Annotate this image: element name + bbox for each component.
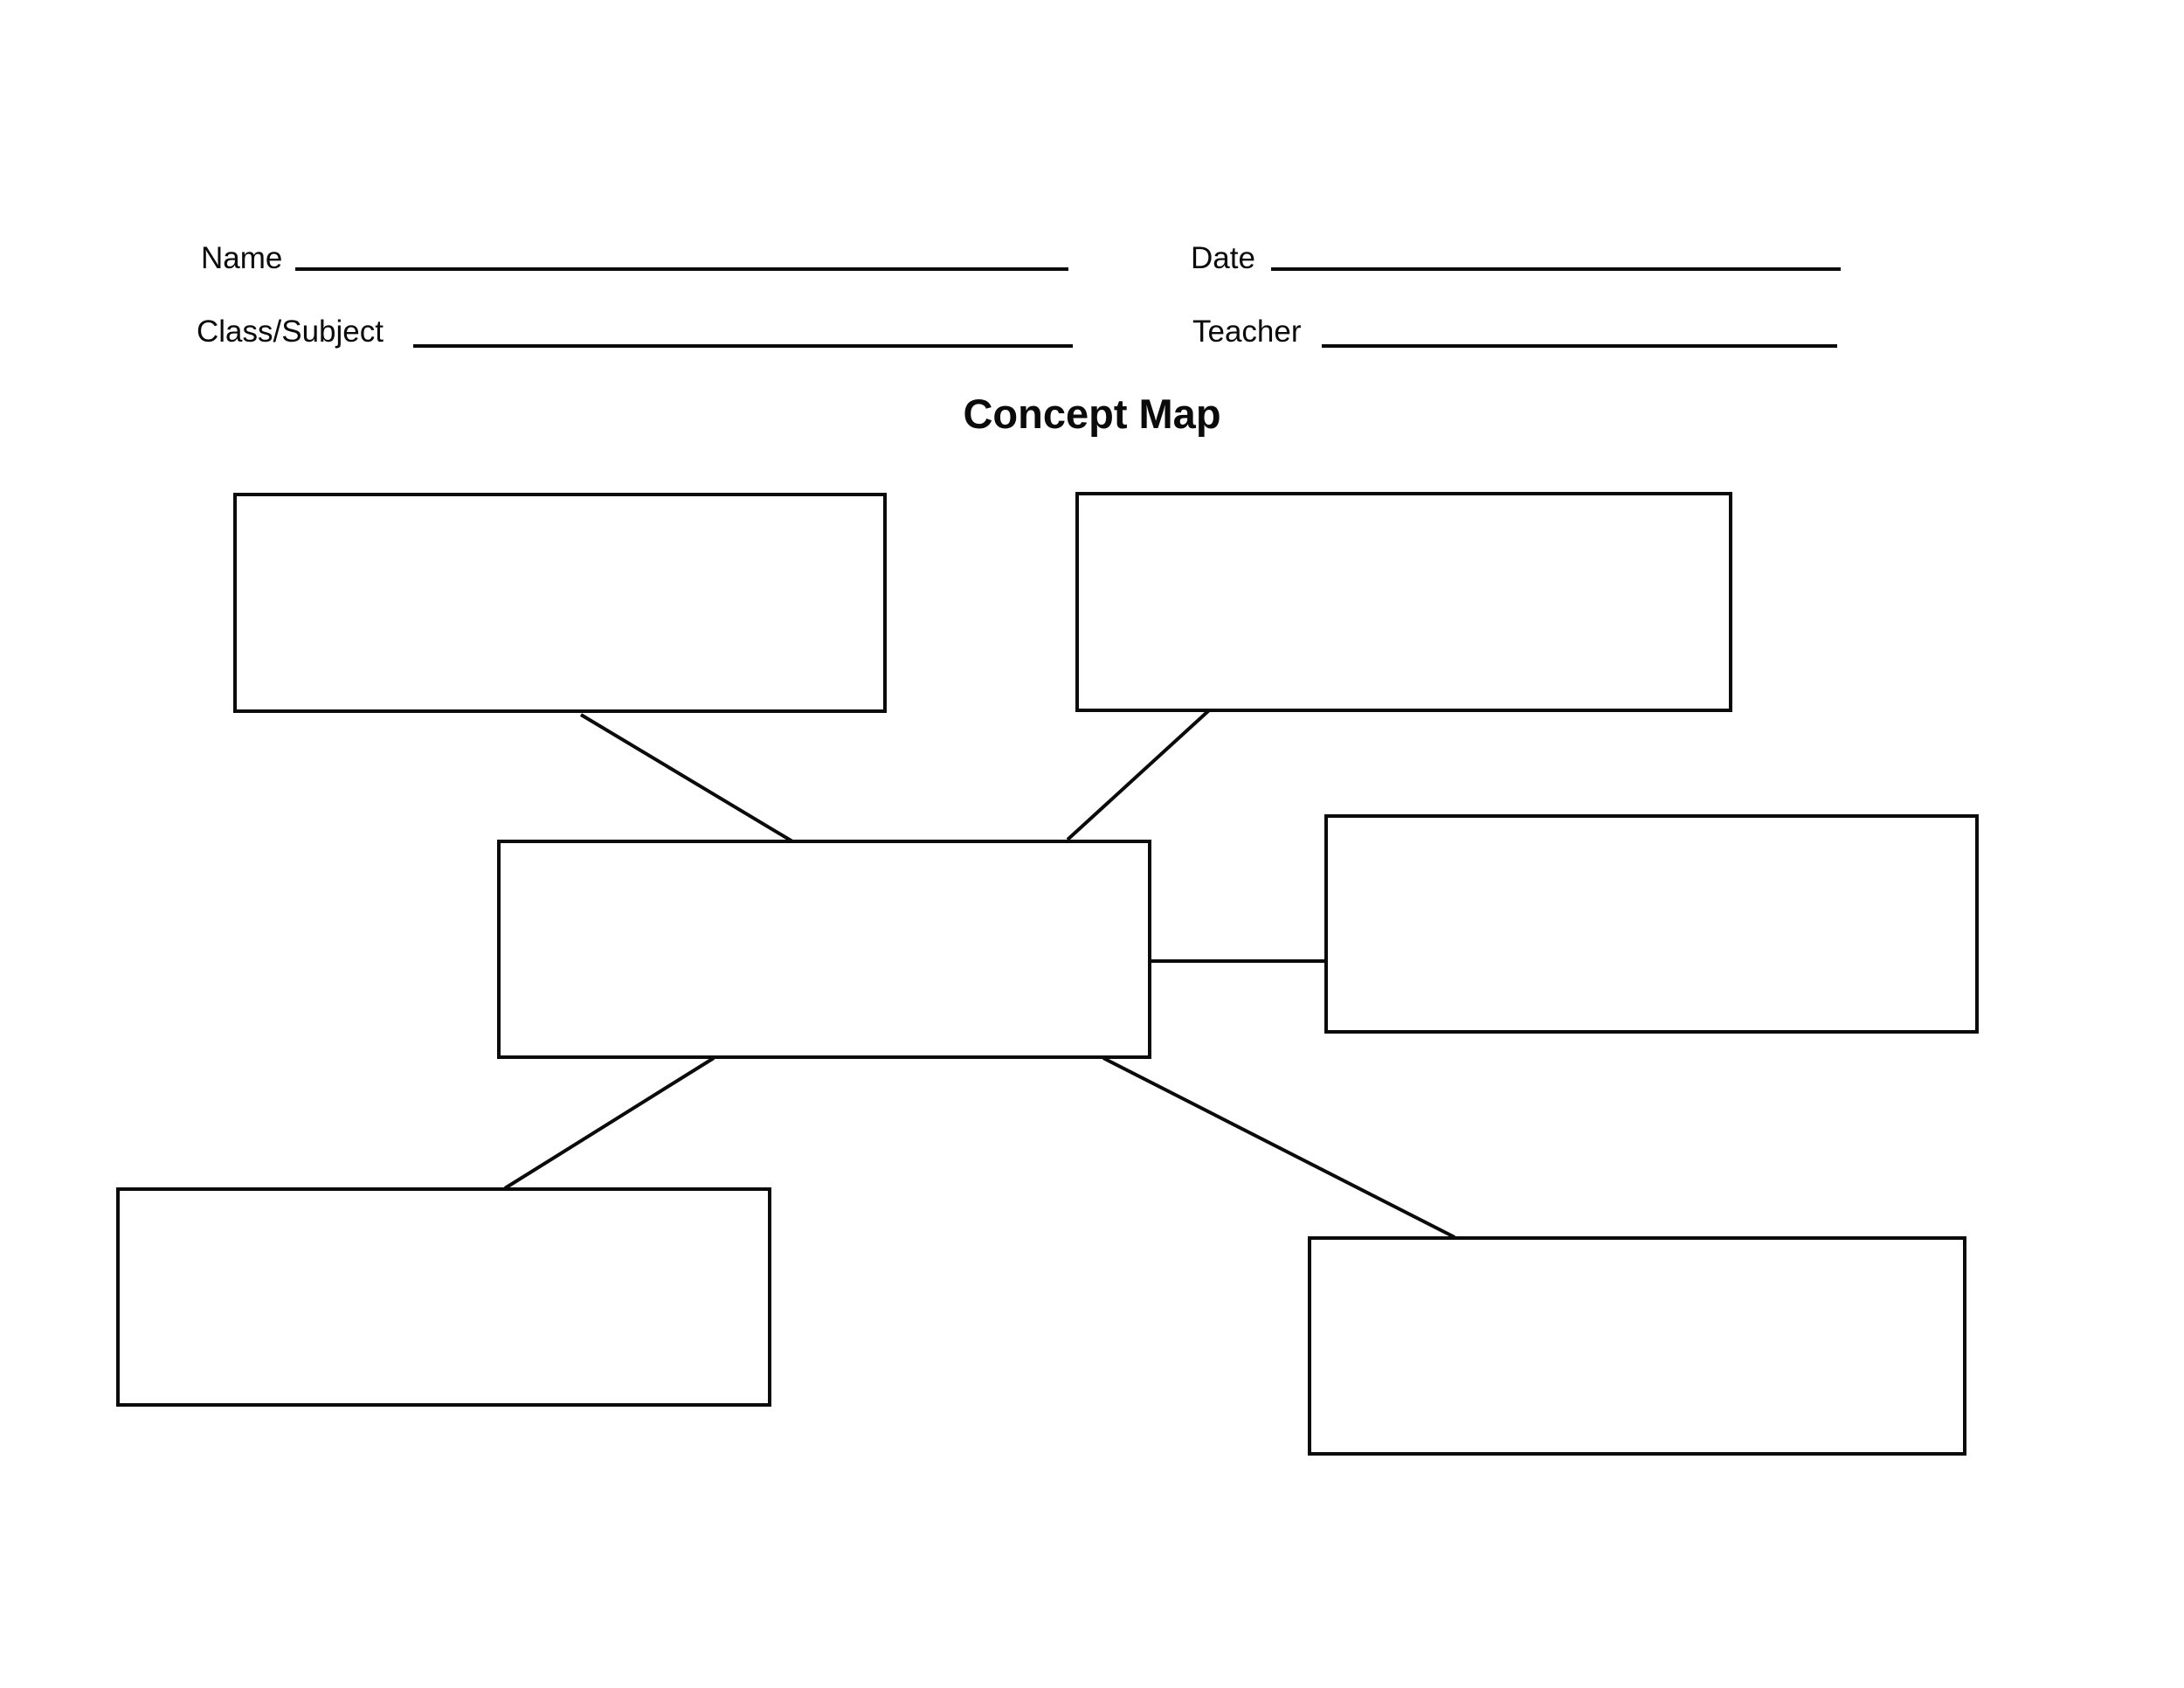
connector-center-to-bottom-right [1102, 1056, 1455, 1239]
concept-node-right[interactable] [1324, 814, 1979, 1034]
page-title: Concept Map [963, 391, 1221, 437]
connector-center-to-bottom-left [503, 1056, 715, 1190]
class-subject-fill-line[interactable] [413, 344, 1073, 348]
name-label: Name [201, 241, 283, 275]
class-subject-label: Class/Subject [197, 315, 384, 349]
concept-node-center[interactable] [497, 840, 1151, 1059]
date-fill-line[interactable] [1271, 267, 1841, 271]
teacher-fill-line[interactable] [1322, 344, 1837, 348]
date-label: Date [1191, 241, 1255, 275]
concept-node-top-left[interactable] [233, 493, 887, 713]
concept-node-bottom-left[interactable] [116, 1187, 771, 1407]
connector-center-to-top-left [579, 713, 794, 843]
teacher-label: Teacher [1192, 315, 1302, 349]
name-fill-line[interactable] [295, 267, 1068, 271]
connector-center-to-top-right [1066, 709, 1211, 841]
concept-node-bottom-right[interactable] [1308, 1236, 1966, 1456]
concept-node-top-right[interactable] [1075, 492, 1732, 712]
